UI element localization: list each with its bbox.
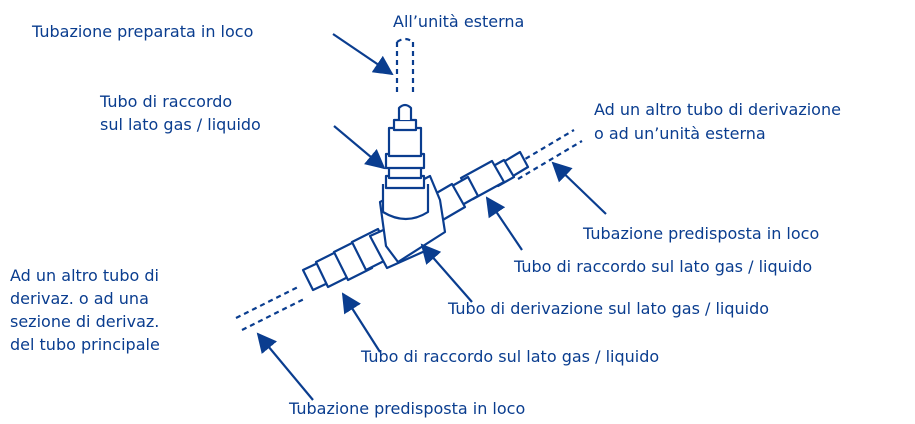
dashed-pipe-left (235, 286, 305, 331)
label-connection-tube-bottom: Tubo di raccordo sul lato gas / liquido (360, 347, 659, 366)
arrow-connection-tube-top (333, 125, 386, 170)
dashed-pipe-top (395, 37, 415, 92)
branch-pipe-drawing (235, 37, 583, 331)
labels: Tubazione preparata in loco All’unità es… (10, 12, 841, 418)
arrow-connection-tube-right (485, 196, 523, 251)
vertical-arm (381, 103, 430, 221)
label-other-branch-left-line2: derivaz. o ad una (10, 289, 149, 308)
label-field-piping-right: Tubazione predisposta in loco (582, 224, 819, 243)
label-other-branch-left-line3: sezione di derivaz. (10, 312, 159, 331)
label-other-branch-left-line1: Ad un altro tubo di (10, 266, 159, 285)
left-arm (301, 217, 427, 292)
label-branch-tube: Tubo di derivazione sul lato gas / liqui… (447, 299, 769, 318)
label-field-piping-prepared: Tubazione preparata in loco (31, 22, 253, 41)
label-to-outdoor-unit: All’unità esterna (393, 12, 524, 31)
label-connection-tube-right: Tubo di raccordo sul lato gas / liquido (513, 257, 812, 276)
arrow-field-piping-top (332, 33, 394, 76)
arrow-connection-tube-bottom (341, 292, 381, 353)
leader-arrows (256, 33, 607, 401)
arrow-field-piping-right (551, 161, 607, 215)
arrow-field-piping-bottom (256, 332, 314, 401)
label-connection-tube-top-line2: sul lato gas / liquido (100, 115, 261, 134)
label-connection-tube-top-line1: Tubo di raccordo (99, 92, 232, 111)
label-other-branch-right-line1: Ad un altro tubo di derivazione (594, 100, 841, 119)
right-arm (426, 150, 530, 223)
arrow-branch-tube (420, 243, 473, 303)
label-other-branch-left-line4: del tubo principale (10, 335, 160, 354)
label-other-branch-right-line2: o ad un’unità esterna (594, 124, 766, 143)
label-field-piping-bottom: Tubazione predisposta in loco (288, 399, 525, 418)
